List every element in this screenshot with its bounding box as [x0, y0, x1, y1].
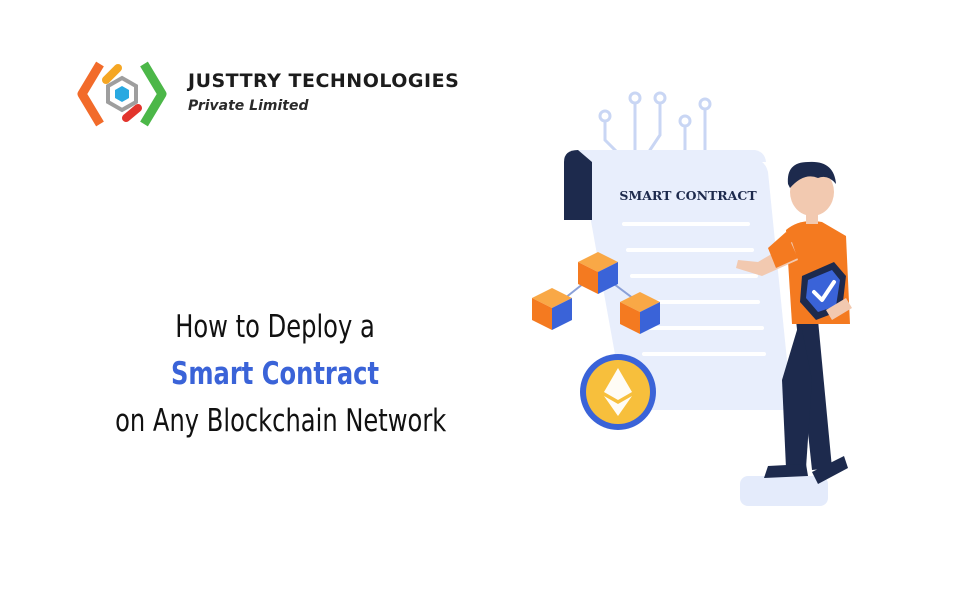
headline: How to Deploy a Smart Contract on Any Bl… [70, 304, 480, 445]
ethereum-coin-icon [580, 354, 656, 430]
smart-contract-illustration: SMART CONTRACT [532, 91, 852, 506]
document-title: SMART CONTRACT [619, 188, 757, 203]
headline-highlight: Smart Contract [170, 356, 380, 392]
company-logo-icon [77, 61, 167, 127]
company-name: JUSTTRY TECHNOLOGIES [188, 70, 460, 92]
company-subtitle: Private Limited [188, 98, 309, 114]
headline-line-3: on Any Blockchain Network [115, 403, 447, 439]
headline-line-1: How to Deploy a [175, 309, 375, 345]
company-logo: JUSTTRY TECHNOLOGIES Private Limited [72, 58, 472, 133]
pedestal [740, 476, 828, 506]
contract-document-icon: SMART CONTRACT [564, 150, 792, 410]
presenter-figure-icon [736, 161, 852, 484]
blockchain-blocks-icon [532, 252, 660, 334]
